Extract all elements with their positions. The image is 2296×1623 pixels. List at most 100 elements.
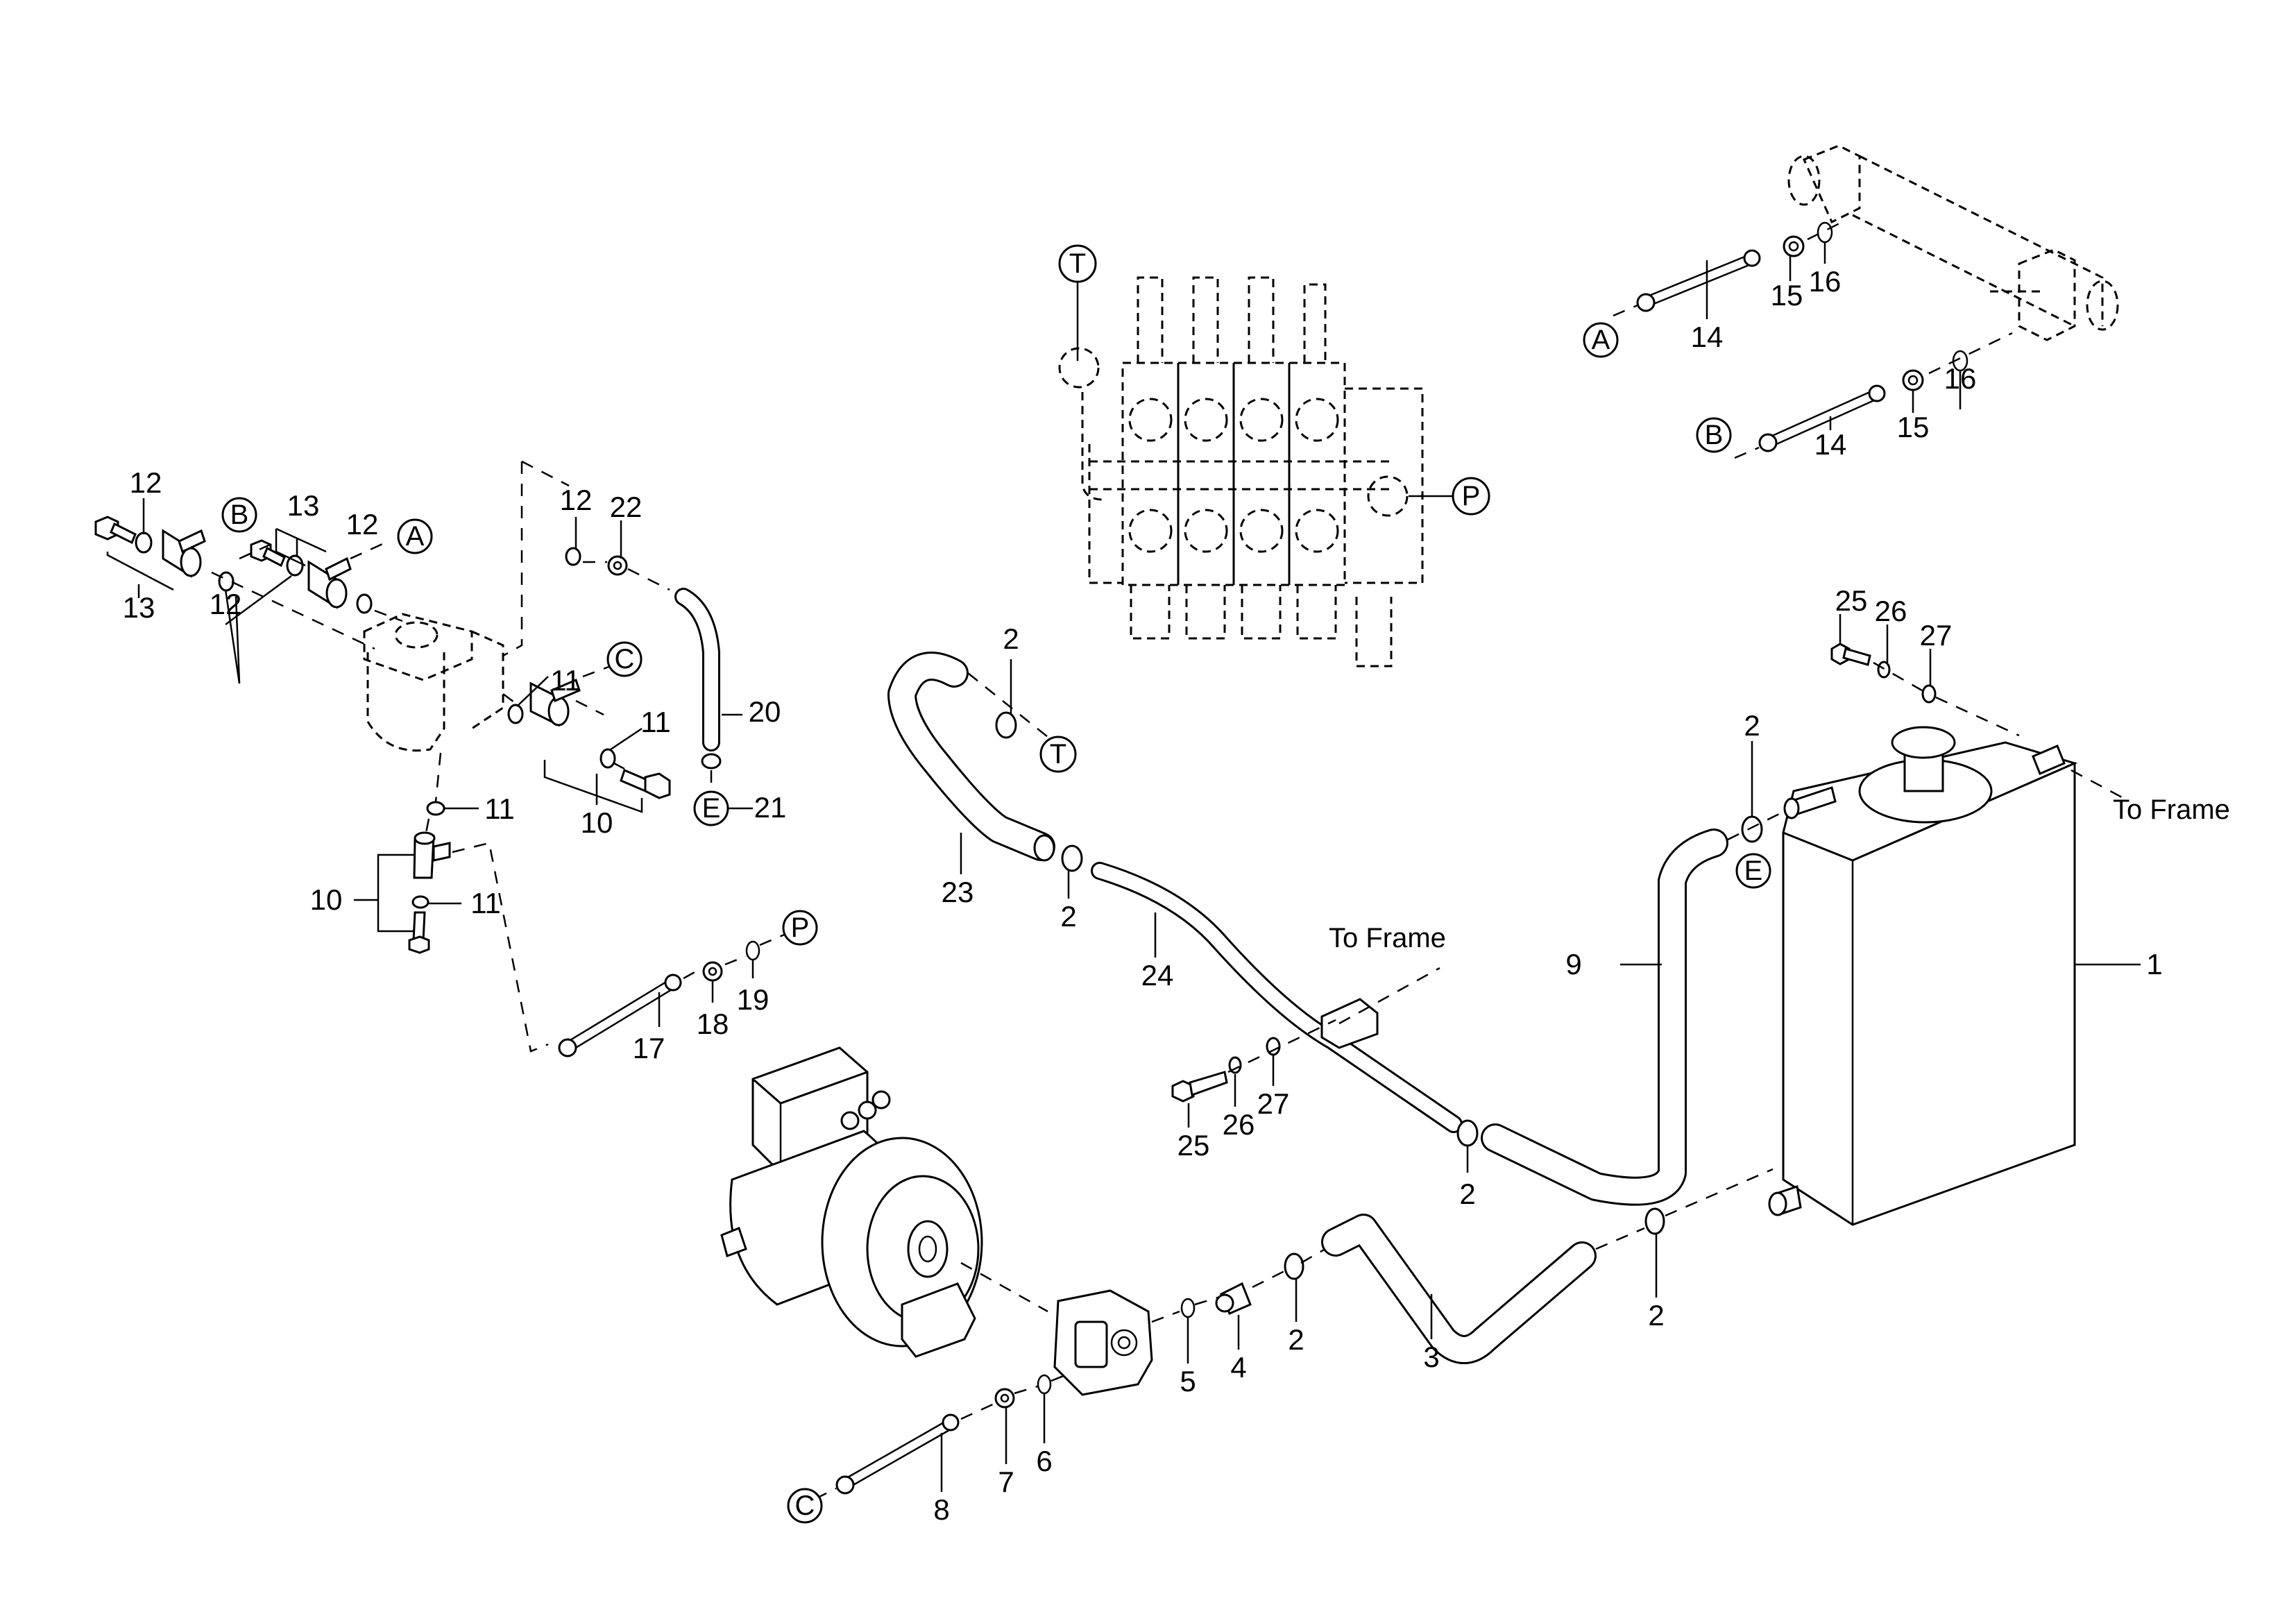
- callout-22: 22: [610, 491, 643, 523]
- bolt-13-right: [250, 539, 286, 568]
- callout-2: 2: [1003, 622, 1019, 655]
- clamp-21: [701, 753, 722, 770]
- ref-C-pump: C: [787, 1488, 823, 1524]
- washer-11-d: [411, 895, 430, 909]
- electric-motor: [720, 1046, 983, 1358]
- washer-12-a: [135, 532, 153, 554]
- clamp-2-d: [1741, 815, 1763, 843]
- callout-2: 2: [1459, 1178, 1475, 1210]
- callout-12: 12: [560, 484, 593, 516]
- callout-10: 10: [581, 806, 613, 839]
- hose-17: [558, 974, 682, 1057]
- ref-C-pump-text: C: [795, 1490, 815, 1521]
- ref-C-steering: C: [606, 641, 643, 677]
- leader-lines: [106, 243, 1962, 1492]
- callout-26: 26: [1223, 1108, 1255, 1141]
- ref-P-valve: P: [1452, 477, 1490, 516]
- clamp-2-b: [1061, 844, 1083, 872]
- hose-8: [835, 1413, 960, 1495]
- washer-12-c: [286, 554, 304, 577]
- fitting-15-lower: [1902, 369, 1924, 391]
- clamp-2-a: [995, 711, 1017, 739]
- hydraulic-pump: [1053, 1289, 1153, 1396]
- note-to-frame-pipe: To Frame: [1329, 923, 1446, 953]
- ref-A-cylinder-text: A: [1592, 325, 1610, 355]
- callout-11: 11: [640, 706, 671, 738]
- callout-2: 2: [1648, 1299, 1664, 1332]
- washer-26-pipe: [1228, 1056, 1242, 1074]
- callout-17: 17: [633, 1032, 665, 1064]
- bolt-25-tank: [1830, 643, 1871, 666]
- oring-6: [1037, 1374, 1052, 1395]
- ref-T-hose: T: [1039, 736, 1077, 773]
- bolt-10-lower: [408, 911, 430, 954]
- fitting-18: [702, 961, 723, 982]
- callout-3: 3: [1423, 1341, 1439, 1373]
- ref-E-tank-text: E: [1744, 856, 1763, 886]
- pipe-24: [1091, 862, 1463, 1133]
- ref-T-valve-text: T: [1069, 248, 1086, 279]
- hose-14-upper: [1636, 249, 1761, 312]
- control-valve-phantom: [1058, 276, 1424, 668]
- callout-12: 12: [346, 508, 379, 541]
- banjo-13-left: [162, 529, 206, 578]
- ref-T-valve: T: [1058, 244, 1097, 283]
- oring-16-upper: [1817, 221, 1833, 244]
- callout-23: 23: [942, 876, 974, 908]
- ref-E-line-text: E: [702, 793, 721, 824]
- callout-8: 8: [933, 1493, 949, 1526]
- steering-cylinder-phantom: [1787, 144, 2119, 341]
- callout-13: 13: [123, 591, 155, 624]
- ref-B-cylinder: B: [1696, 417, 1732, 453]
- banjo-13-right: [307, 556, 352, 609]
- washer-11-a: [507, 704, 524, 724]
- washer-11-b: [599, 748, 616, 769]
- callout-13: 13: [287, 489, 320, 522]
- steering-unit-phantom: [363, 613, 504, 752]
- clamp-2-f: [1644, 1207, 1665, 1235]
- callout-12: 12: [130, 466, 162, 499]
- hose-23: [887, 652, 1055, 862]
- ref-B-cylinder-text: B: [1705, 420, 1724, 450]
- fitting-7: [994, 1388, 1015, 1409]
- ref-A-cylinder: A: [1583, 322, 1619, 358]
- callout-15: 15: [1771, 279, 1803, 312]
- callout-14: 14: [1814, 428, 1847, 461]
- callout-12: 12: [210, 588, 242, 620]
- ref-P-line: P: [782, 910, 818, 946]
- hose-3: [1321, 1214, 1597, 1364]
- ref-A-steering-text: A: [406, 521, 425, 552]
- callout-25: 25: [1835, 584, 1868, 617]
- callout-21: 21: [754, 791, 787, 824]
- hose-9: [1481, 829, 1728, 1206]
- washer-12-d: [356, 593, 373, 614]
- ref-E-line: E: [693, 790, 729, 826]
- oring-5: [1180, 1298, 1196, 1318]
- callout-11: 11: [470, 887, 501, 919]
- callout-20: 20: [749, 695, 781, 728]
- callout-5: 5: [1180, 1365, 1196, 1397]
- bolt-25-pipe: [1171, 1071, 1228, 1103]
- callout-9: 9: [1565, 948, 1581, 980]
- callout-27: 27: [1920, 619, 1953, 652]
- callout-15: 15: [1897, 411, 1930, 443]
- fitting-4: [1215, 1282, 1252, 1315]
- callout-25: 25: [1177, 1129, 1210, 1162]
- bolt-13-left: [94, 516, 137, 545]
- callout-2: 2: [1060, 900, 1076, 933]
- fitting-15-upper: [1783, 235, 1805, 257]
- callout-labels: 1 2 2 2 2 2 2 3 4 5 6 7 8 9 10 10 11 11 …: [123, 265, 2163, 1526]
- callout-18: 18: [697, 1008, 729, 1040]
- oring-19: [745, 940, 760, 961]
- washer-27-tank: [1921, 684, 1937, 704]
- callout-2: 2: [1288, 1323, 1304, 1356]
- callout-14: 14: [1691, 321, 1724, 353]
- bolt-10-upper: [620, 768, 671, 799]
- callout-11: 11: [484, 792, 515, 825]
- ref-C-steering-text: C: [615, 644, 635, 674]
- banjo-10-lower: [413, 831, 451, 879]
- clamp-2-c: [1456, 1119, 1479, 1147]
- ref-P-line-text: P: [791, 912, 810, 943]
- ref-E-tank: E: [1735, 853, 1771, 889]
